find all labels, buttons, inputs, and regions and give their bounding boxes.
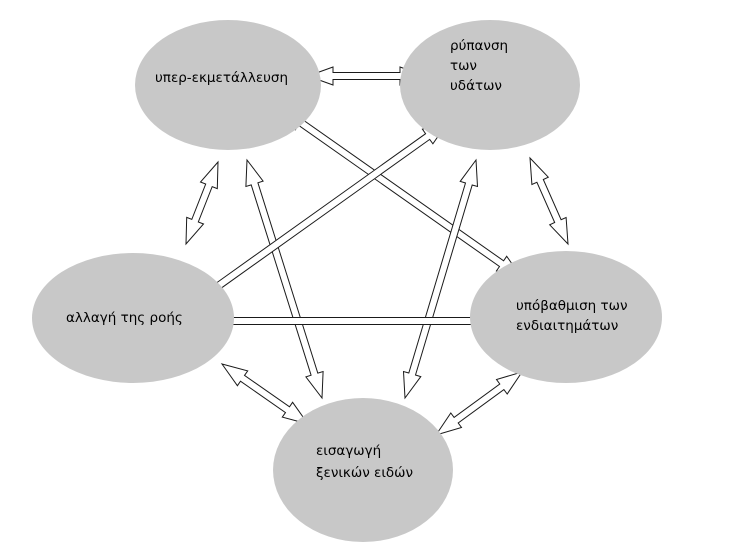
double-arrow-habitat-degradation-invasive-species [434,371,524,436]
node-ellipse-water-pollution [400,20,580,150]
node-flow-change: αλλαγή της ροής [32,253,234,383]
arrows-layer [185,66,569,436]
label-line: ρύπανση [450,38,508,54]
label-line: υπερ-εκμετάλλευση [155,70,288,86]
label-line: υδάτων [450,78,502,94]
node-label-flow-change: αλλαγή της ροής [66,310,183,326]
node-habitat-degradation: υπόβαθμιση των ενδιαιτημάτων [470,251,662,383]
node-label-water-pollution: ρύπανση των υδάτων [450,38,512,94]
double-arrow-flow-change-invasive-species [220,363,310,425]
label-line: υπόβαθμιση των [516,298,628,314]
label-line: των [450,58,477,74]
double-arrow-overexploitation-invasive-species [245,158,324,400]
label-line: ενδιαιτημάτων [516,318,618,334]
node-ellipse-invasive-species [273,398,453,542]
node-label-overexploitation: υπερ-εκμετάλλευση [155,70,288,86]
node-invasive-species: εισαγωγή ξενικών ειδών [273,398,453,542]
node-ellipse-overexploitation [135,20,321,150]
double-arrow-water-pollution-invasive-species [402,158,479,400]
node-ellipse-habitat-degradation [470,251,662,383]
double-arrow-water-pollution-habitat-degradation [529,156,569,246]
label-line: αλλαγή της ροής [66,310,183,326]
double-arrow-flow-change-habitat-degradation [188,311,516,331]
node-label-invasive-species: εισαγωγή ξενικών ειδών [316,443,413,481]
label-line: ξενικών ειδών [316,465,413,481]
node-water-pollution: ρύπανση των υδάτων [400,20,580,150]
double-arrow-overexploitation-flow-change [185,160,219,246]
node-label-habitat-degradation: υπόβαθμιση των ενδιαιτημάτων [516,298,632,334]
label-line: εισαγωγή [316,443,381,459]
node-overexploitation: υπερ-εκμετάλλευση [135,20,321,150]
node-ellipse-flow-change [32,253,234,383]
